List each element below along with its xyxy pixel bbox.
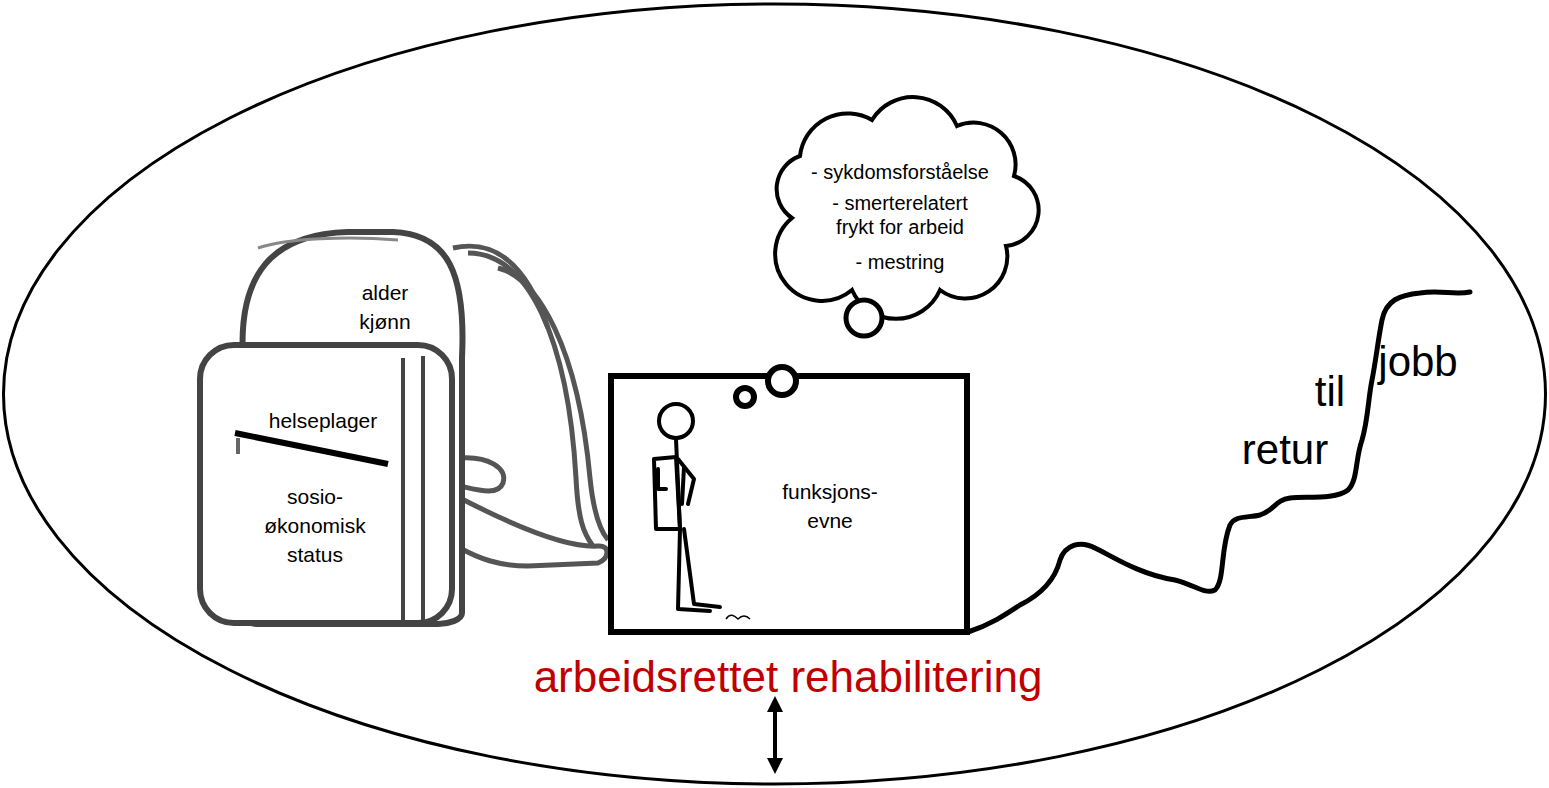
function-box: funksjons- evne (608, 373, 970, 635)
thought-bubble (846, 300, 882, 336)
thought-cloud: - sykdomsforståelse - smerterelatert fryk… (752, 98, 1044, 310)
double-arrow (767, 696, 783, 774)
thought-text: - smerterelatert frykt for arbeid (813, 191, 988, 239)
thought-bubble (768, 367, 796, 395)
backpack-text: alder kjønn (340, 278, 430, 336)
thought-bubble (736, 388, 754, 406)
backpack-shape: alder kjønn helseplager sosio- økonomisk s… (198, 228, 613, 628)
path-word: til (1290, 367, 1370, 417)
path-word: jobb (1358, 337, 1478, 387)
thought-text: - sykdomsforståelse (800, 160, 1000, 184)
return-path-line (968, 292, 1470, 632)
path-word: retur (1215, 425, 1355, 475)
box-text: funksjons- evne (770, 477, 890, 535)
pocket-text: sosio- økonomisk status (255, 482, 375, 569)
thought-text: - mestring (820, 250, 980, 274)
backpack-pocket: helseplager sosio- økonomisk status (198, 345, 453, 625)
pocket-text: helseplager (248, 408, 398, 434)
function-box-outline (614, 379, 964, 629)
ellipse-label: arbeidsrettet rehabilitering (468, 652, 1108, 702)
